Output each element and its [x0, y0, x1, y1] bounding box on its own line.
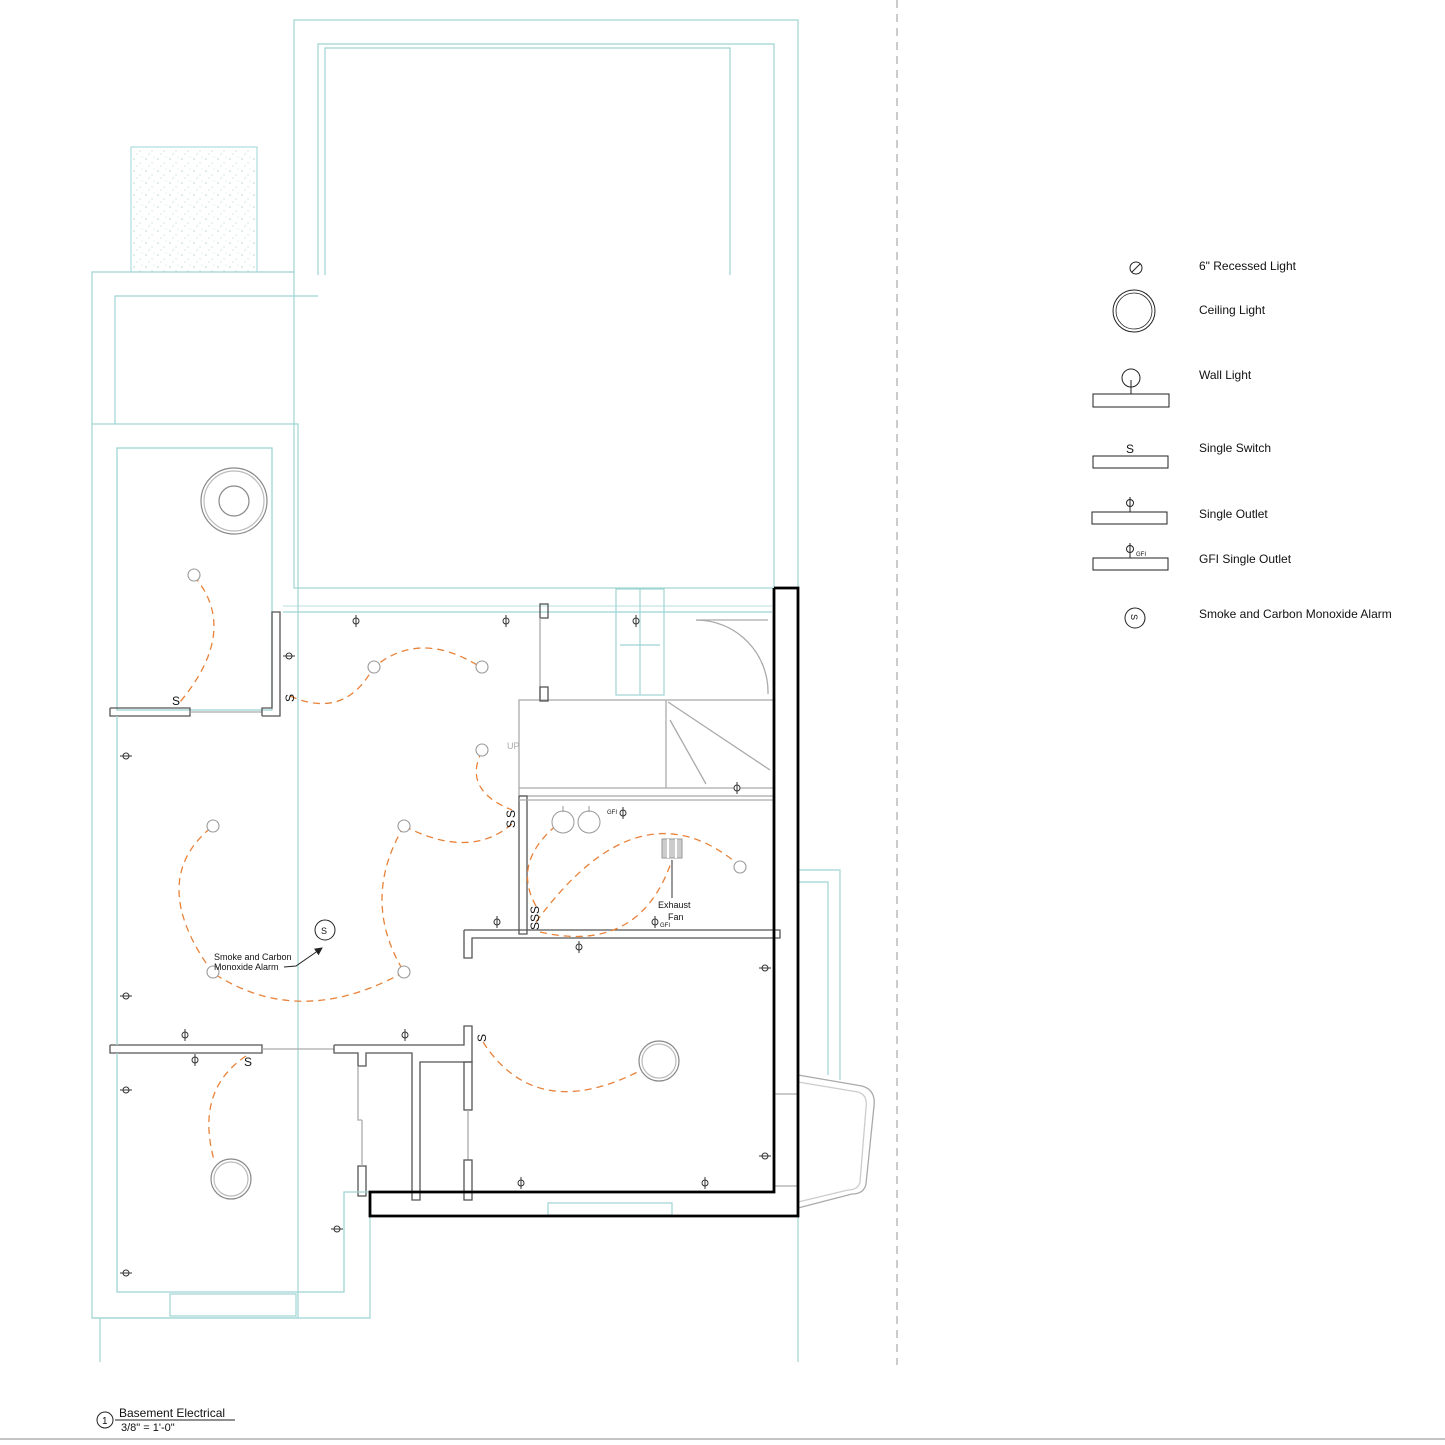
outlet-symbol — [502, 615, 510, 627]
legend-outlet-icon — [1091, 497, 1168, 525]
legend-label-wall: Wall Light — [1199, 368, 1252, 382]
switch-stair-1: S — [504, 810, 518, 818]
outlet-symbol — [181, 1029, 189, 1041]
legend-label-gfi: GFI Single Outlet — [1199, 552, 1292, 566]
switch-hall: S — [283, 694, 297, 702]
legend-ceiling-light-icon — [1112, 289, 1156, 333]
outlets — [120, 615, 771, 1277]
exhaust-fan — [661, 838, 683, 898]
legend-label-ceiling: Ceiling Light — [1199, 303, 1266, 317]
switch-lower-left: S — [244, 1055, 252, 1069]
switches: S S S S S S S S S — [172, 694, 542, 1069]
drawing-scale: 3/8" = 1'-0" — [121, 1422, 175, 1434]
outlet-symbol — [352, 615, 360, 627]
legend-label-switch: Single Switch — [1199, 441, 1271, 455]
legend-smoke-alarm-icon: S — [1124, 607, 1146, 629]
outlet-symbol — [191, 1054, 199, 1066]
outlet-symbol — [401, 1029, 409, 1041]
alarm-glyph: S — [321, 926, 327, 936]
exhaust-fan-label-2: Fan — [668, 912, 684, 922]
recessed-lights — [187, 568, 747, 979]
legend-label-outlet: Single Outlet — [1199, 507, 1268, 521]
gfi-tag-bath: GFI — [660, 923, 670, 929]
exhaust-fan-label-1: Exhaust — [658, 900, 691, 910]
outlet-symbol — [701, 1177, 709, 1189]
existing-structure — [91, 19, 841, 1362]
legend-wall-light-icon — [1092, 368, 1170, 408]
smoke-co-alarm-plan: S — [314, 919, 336, 941]
legend-alarm-glyph: S — [1129, 614, 1139, 620]
alarm-callout-arrow — [283, 947, 323, 968]
legend-gfi-icon — [1092, 543, 1169, 571]
switch-right-room: S — [475, 1034, 489, 1042]
legend-gfi-tag: GFI — [1136, 552, 1146, 558]
outlet-symbol — [759, 1152, 771, 1160]
foundation-outline — [368, 586, 800, 1218]
view-number: 1 — [102, 1416, 108, 1427]
switch-stair-2: S — [504, 820, 518, 828]
gfi-tag-vanity: GFI — [607, 810, 617, 816]
switch-room1: S — [172, 694, 180, 708]
bath-fixtures — [551, 806, 601, 834]
legend-label-recessed: 6" Recessed Light — [1199, 259, 1297, 273]
legend-switch-glyph: S — [1126, 442, 1134, 456]
switch-bath-3: S — [528, 922, 542, 930]
legend-recessed-light-icon — [1129, 261, 1143, 275]
legend: 6" Recessed Light Ceiling Light Wall Lig… — [1091, 259, 1392, 629]
outlet-symbol — [619, 807, 627, 819]
stipple-slab — [130, 146, 258, 273]
outlet-symbol — [331, 1225, 343, 1233]
outlet-symbol — [120, 1269, 132, 1277]
legend-switch-icon: S — [1092, 442, 1169, 469]
outlet-symbol — [733, 782, 741, 794]
switch-bath-1: S — [528, 906, 542, 914]
title-block: 1 Basement Electrical 3/8" = 1'-0" — [0, 1406, 1445, 1440]
alarm-callout-1: Smoke and Carbon — [214, 952, 292, 962]
outlet-symbol — [493, 916, 501, 928]
ceiling-lights — [200, 467, 680, 1200]
switch-bath-2: S — [528, 914, 542, 922]
outlet-symbol — [759, 964, 771, 972]
outlet-symbol — [120, 1086, 132, 1094]
outlet-symbol — [651, 916, 659, 928]
outlet-symbol — [632, 615, 640, 627]
alarm-callout-2: Monoxide Alarm — [214, 962, 279, 972]
outlet-symbol — [575, 941, 583, 953]
drawing-title: Basement Electrical — [119, 1406, 225, 1420]
outlet-symbol — [120, 752, 132, 760]
outlet-symbol — [517, 1177, 525, 1189]
outlet-symbol — [283, 652, 295, 660]
stair-up-label: UP — [507, 741, 520, 751]
outlet-symbol — [120, 992, 132, 1000]
legend-label-alarm: Smoke and Carbon Monoxide Alarm — [1199, 607, 1392, 621]
